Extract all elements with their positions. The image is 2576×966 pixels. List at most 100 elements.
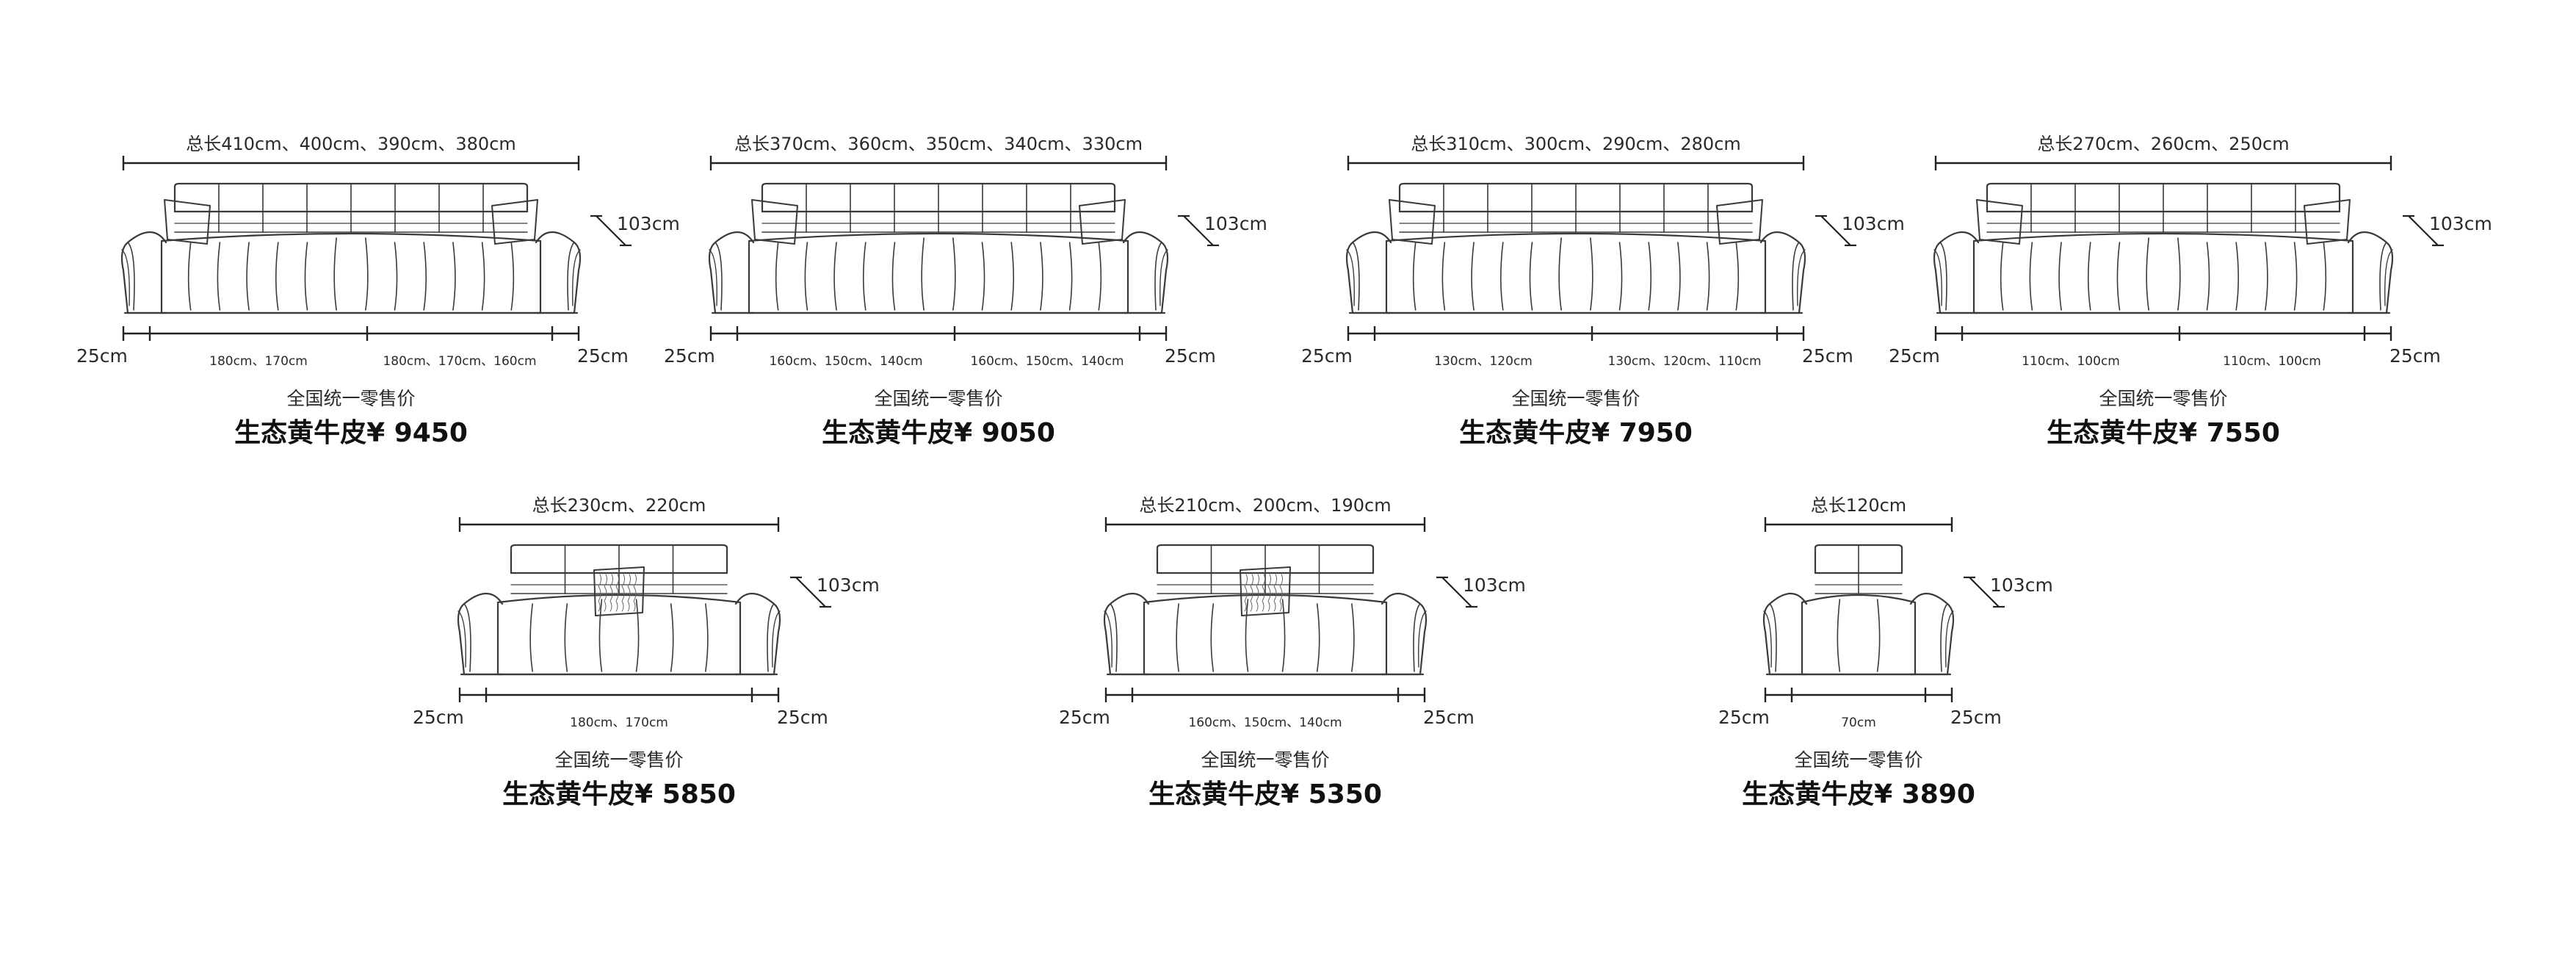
arm-width-right-label: 25cm: [577, 345, 629, 367]
total-length-dimension: [458, 517, 780, 532]
width-breakdown-dimension: [458, 688, 780, 702]
price-line: 生态黄牛皮¥ 5350: [1071, 782, 1460, 808]
price-line: 生态黄牛皮¥ 5850: [424, 782, 814, 808]
arm-width-right-label: 25cm: [2389, 345, 2441, 367]
depth-label: 103cm: [1842, 213, 1905, 234]
sofa-diagram: [1345, 156, 1856, 341]
product-card: 总长230cm、220cm 103cm 25cm 25cm 180cm、170cm 全国统…: [413, 494, 880, 817]
total-length-label: 总长120cm: [1810, 495, 1907, 516]
seat-width-label: 180cm、170cm: [570, 716, 668, 730]
product-card: 总长310cm、300cm、290cm、280cm 103cm 25cm 25cm 13…: [1301, 132, 1905, 455]
depth-label: 103cm: [817, 574, 880, 596]
sofa-drawing: [1762, 544, 1955, 676]
depth-dimension: [2403, 215, 2444, 247]
arm-width-right-label: 25cm: [1802, 345, 1853, 367]
width-breakdown-dimension: [1764, 688, 1953, 702]
total-length-dimension: [1347, 156, 1805, 170]
price-value: 5350: [1308, 779, 1382, 810]
total-length-dimension: [1764, 517, 1953, 532]
total-length-label: 总长210cm、200cm、190cm: [1139, 495, 1392, 516]
price-value: 9050: [981, 418, 1055, 448]
retail-price-caption: 全国统一零售价: [2099, 388, 2228, 409]
total-length-label: 总长410cm、400cm、390cm、380cm: [186, 134, 516, 154]
seat-width-label-right: 180cm、170cm、160cm: [383, 354, 537, 369]
depth-dimension: [1436, 576, 1477, 608]
leather-type-label: 生态黄牛皮¥: [1459, 418, 1619, 448]
total-length-label: 总长270cm、260cm、250cm: [2037, 134, 2290, 154]
depth-label: 103cm: [2429, 213, 2492, 234]
arm-width-left-label: 25cm: [1301, 345, 1353, 367]
price-line: 生态黄牛皮¥ 7550: [1900, 420, 2426, 447]
arm-width-right-label: 25cm: [1950, 707, 2002, 728]
price-line: 生态黄牛皮¥ 9050: [676, 420, 1201, 447]
leather-type-label: 生态黄牛皮¥: [234, 418, 394, 448]
seat-width-label-left: 110cm、100cm: [2022, 354, 2120, 369]
depth-dimension: [590, 215, 632, 247]
seat-width-label: 70cm: [1841, 716, 1876, 730]
product-card: 总长270cm、260cm、250cm 103cm 25cm 25cm 110cm、10…: [1889, 132, 2492, 455]
arm-width-left-label: 25cm: [76, 345, 128, 367]
depth-label: 103cm: [1204, 213, 1267, 234]
depth-dimension: [1815, 215, 1856, 247]
total-length-label: 总长230cm、220cm: [532, 495, 706, 516]
leather-type-label: 生态黄牛皮¥: [502, 779, 662, 810]
seat-width-label: 160cm、150cm、140cm: [1188, 716, 1342, 730]
arm-width-right-label: 25cm: [777, 707, 828, 728]
leather-type-label: 生态黄牛皮¥: [1742, 779, 1902, 810]
sofa-drawing: [1345, 182, 1806, 314]
seat-width-label-right: 130cm、120cm、110cm: [1607, 354, 1762, 369]
leather-type-label: 生态黄牛皮¥: [2047, 418, 2207, 448]
retail-price-caption: 全国统一零售价: [1511, 388, 1640, 409]
sofa-diagram: [120, 156, 632, 341]
retail-price-caption: 全国统一零售价: [554, 749, 684, 771]
width-breakdown-dimension: [122, 326, 580, 341]
depth-dimension: [1178, 215, 1219, 247]
seat-width-label-right: 160cm、150cm、140cm: [970, 354, 1124, 369]
price-value: 7550: [2206, 418, 2280, 448]
leather-type-label: 生态黄牛皮¥: [1148, 779, 1309, 810]
retail-price-caption: 全国统一零售价: [1201, 749, 1330, 771]
arm-width-left-label: 25cm: [1059, 707, 1110, 728]
price-value: 5850: [662, 779, 736, 810]
depth-label: 103cm: [1990, 574, 2053, 596]
total-length-dimension: [1104, 517, 1426, 532]
sofa-diagram: [457, 517, 831, 702]
total-length-label: 总长370cm、360cm、350cm、340cm、330cm: [734, 134, 1143, 154]
depth-label: 103cm: [617, 213, 680, 234]
total-length-dimension: [1934, 156, 2392, 170]
arm-width-left-label: 25cm: [664, 345, 715, 367]
arm-width-right-label: 25cm: [1165, 345, 1216, 367]
width-breakdown-dimension: [709, 326, 1168, 341]
price-line: 生态黄牛皮¥ 9450: [88, 420, 614, 447]
sofa-drawing: [457, 544, 781, 676]
sofa-drawing: [1103, 544, 1428, 676]
arm-width-left-label: 25cm: [413, 707, 464, 728]
seat-width-label-left: 130cm、120cm: [1434, 354, 1533, 369]
leather-type-label: 生态黄牛皮¥: [822, 418, 982, 448]
sofa-diagram: [1762, 517, 2005, 702]
total-length-dimension: [122, 156, 580, 170]
seat-width-label-left: 160cm、150cm、140cm: [769, 354, 923, 369]
depth-dimension: [790, 576, 831, 608]
product-card: 总长410cm、400cm、390cm、380cm 103cm 25cm 25cm 18…: [76, 132, 680, 455]
depth-dimension: [1964, 576, 2005, 608]
total-length-dimension: [709, 156, 1168, 170]
price-value: 9450: [394, 418, 468, 448]
price-value: 7950: [1618, 418, 1693, 448]
arm-width-right-label: 25cm: [1423, 707, 1475, 728]
sofa-drawing: [708, 182, 1169, 314]
sofa-diagram: [1103, 517, 1477, 702]
width-breakdown-dimension: [1104, 688, 1426, 702]
sofa-diagram: [1933, 156, 2444, 341]
arm-width-left-label: 25cm: [1889, 345, 1940, 367]
width-breakdown-dimension: [1934, 326, 2392, 341]
product-card: 总长210cm、200cm、190cm 103cm 25cm 25cm 160cm、15…: [1059, 494, 1526, 817]
retail-price-caption: 全国统一零售价: [1794, 749, 1923, 771]
retail-price-caption: 全国统一零售价: [874, 388, 1003, 409]
seat-width-label-right: 110cm、100cm: [2223, 354, 2321, 369]
depth-label: 103cm: [1463, 574, 1526, 596]
retail-price-caption: 全国统一零售价: [286, 388, 416, 409]
total-length-label: 总长310cm、300cm、290cm、280cm: [1411, 134, 1741, 154]
